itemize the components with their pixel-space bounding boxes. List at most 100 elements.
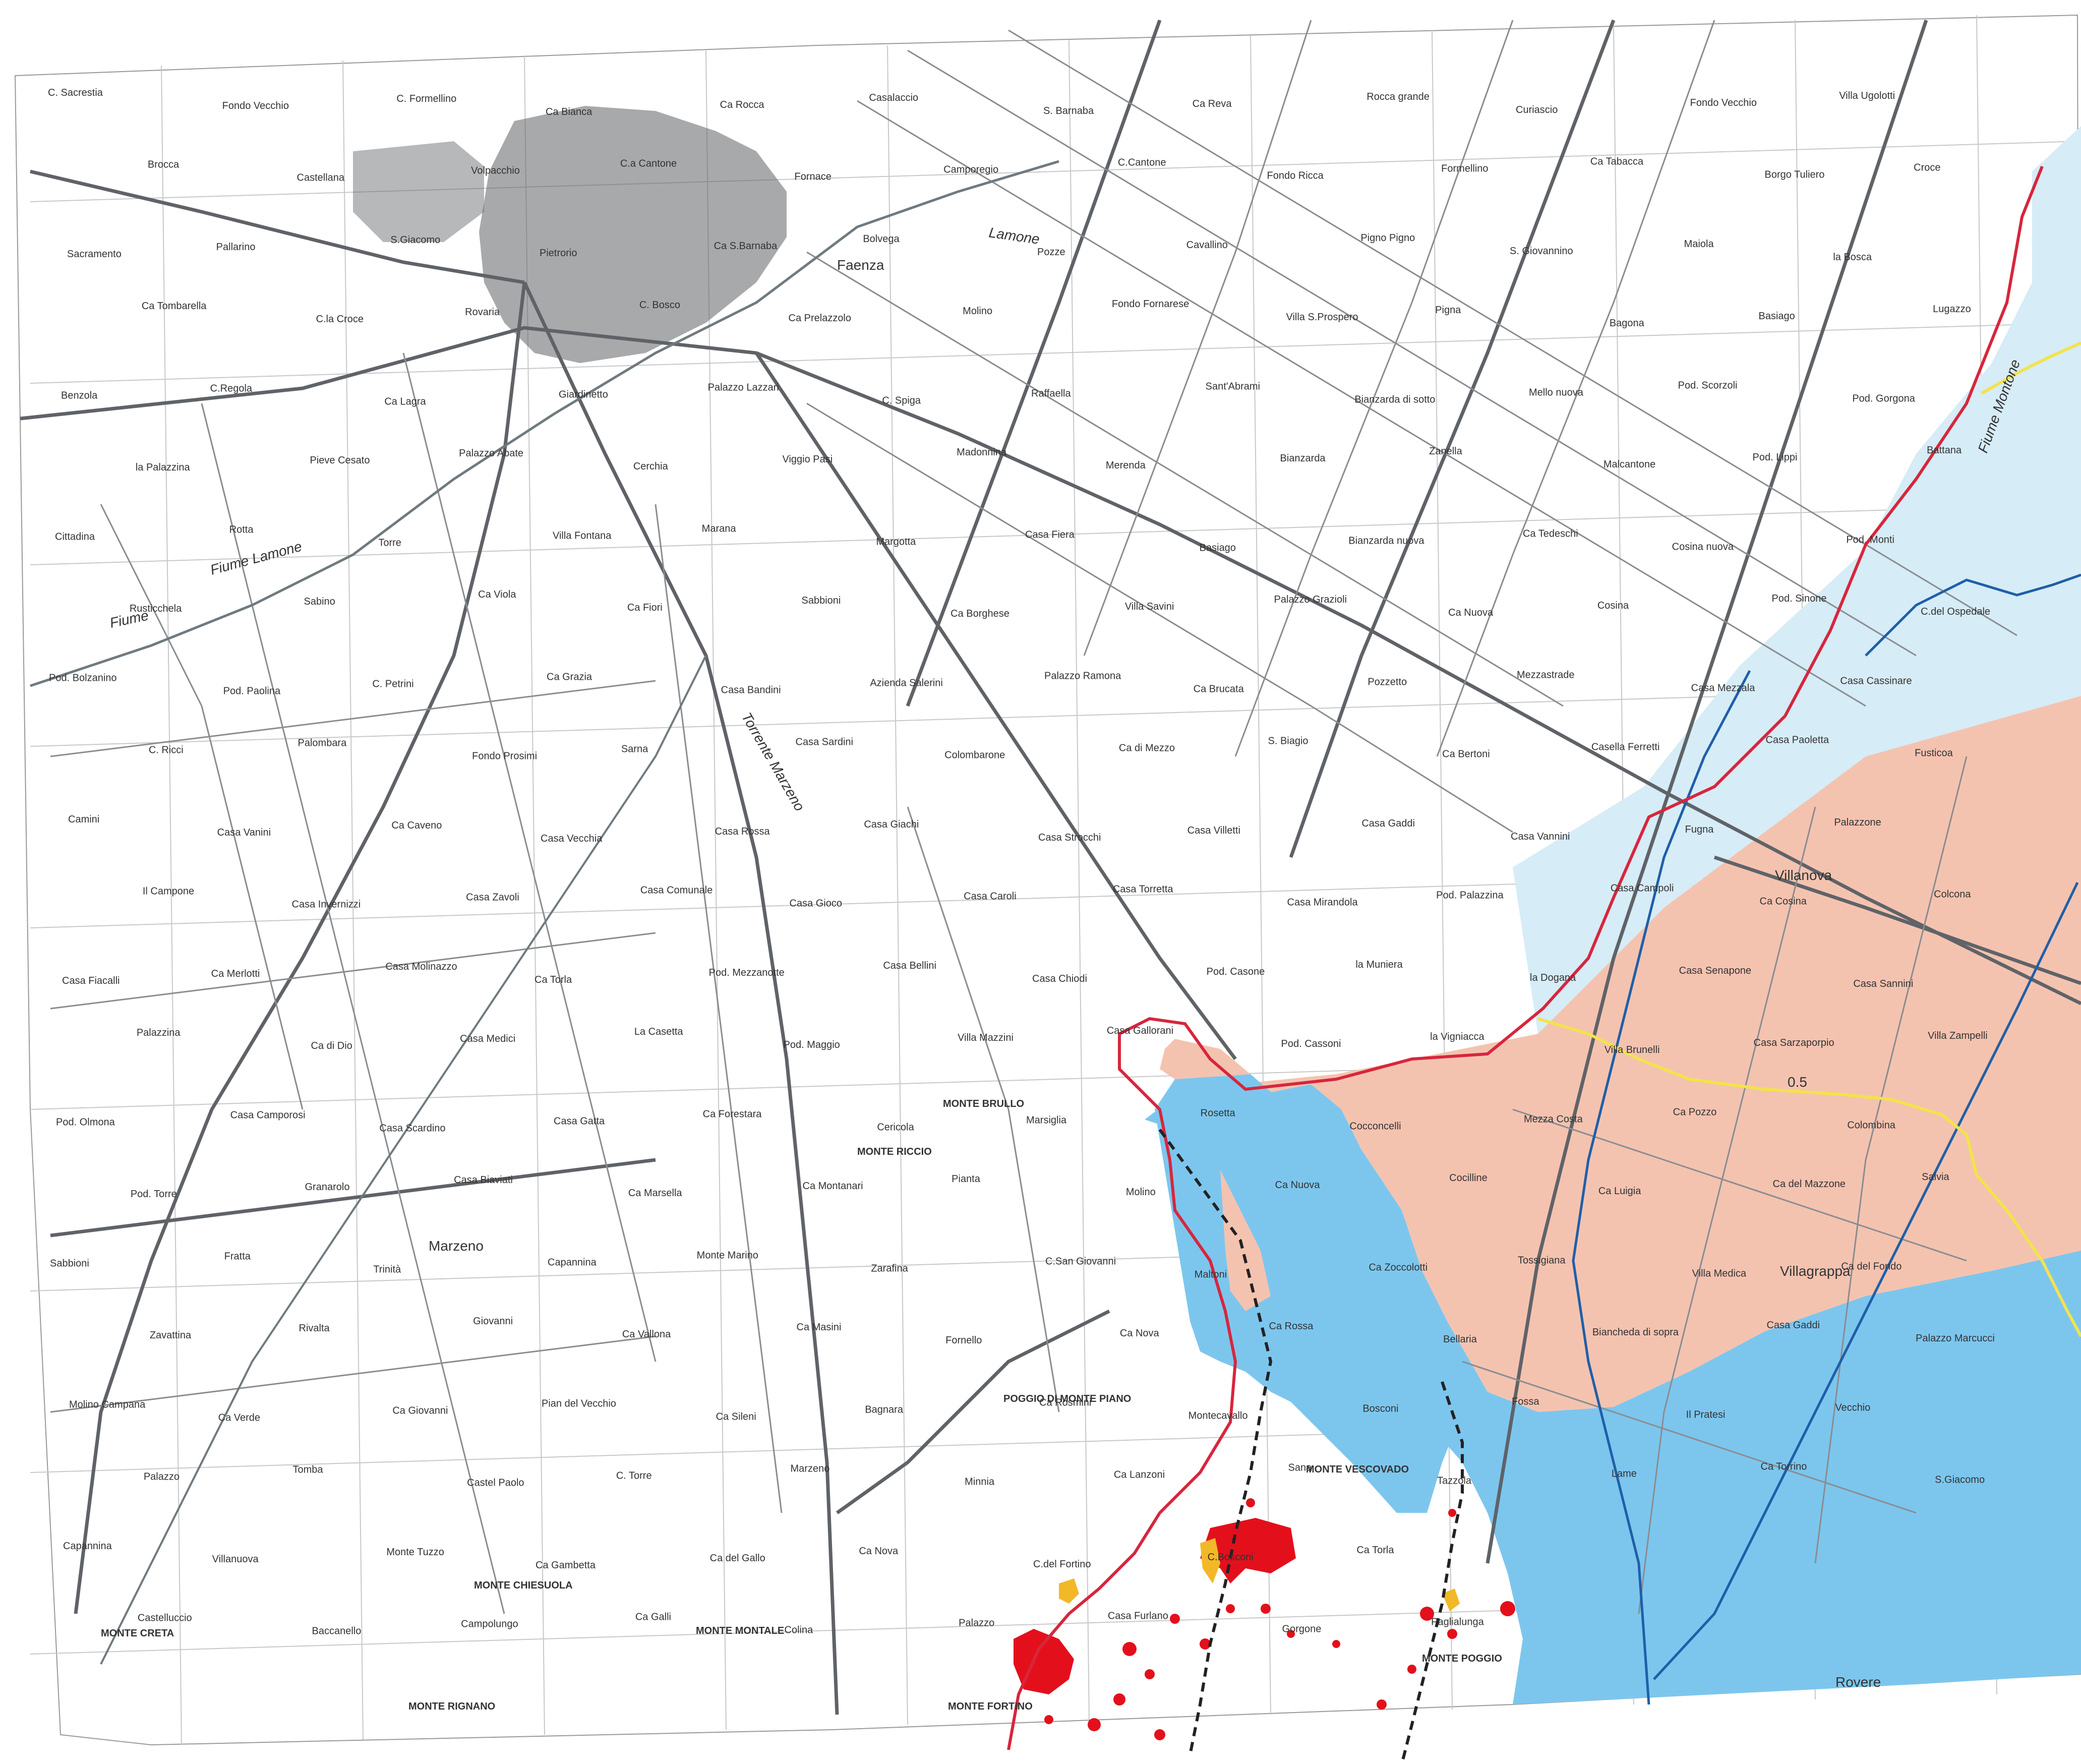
place-label: Fornace: [795, 171, 831, 183]
hill-monte-riccio: MONTE RICCIO: [857, 1146, 932, 1157]
place-label: Casella Ferretti: [1591, 741, 1660, 752]
place-label: Pozze: [1037, 247, 1065, 258]
place-label: Palazzo Lazzari: [708, 382, 779, 393]
place-label: Marzeno: [791, 1463, 830, 1474]
place-label: Casa Chiodi: [1032, 973, 1087, 984]
place-label: Pod. Palazzina: [1436, 890, 1504, 901]
place-label: Fratta: [224, 1251, 251, 1262]
place-label: Casa Rossa: [715, 826, 770, 837]
place-label: Formellino: [1441, 163, 1488, 174]
place-label: Rosetta: [1201, 1107, 1236, 1119]
place-label: Curiascio: [1516, 104, 1558, 115]
place-label: Baccanello: [312, 1626, 362, 1637]
place-label: Bolvega: [863, 233, 900, 245]
place-label: Tazzola: [1437, 1475, 1472, 1486]
place-label: Villa Ugolotti: [1839, 90, 1895, 101]
place-label: Ca Luigia: [1598, 1186, 1641, 1197]
place-label: Villa S.Prospero: [1286, 312, 1358, 323]
place-label: Paglialunga: [1431, 1617, 1484, 1628]
place-label: Azienda Salerini: [870, 678, 943, 689]
place-label: Rusticchela: [130, 603, 182, 614]
place-label: Pallarino: [216, 242, 256, 253]
place-label: Pod. Olmona: [56, 1116, 115, 1128]
place-label: Sana: [1288, 1462, 1313, 1473]
place-label: Ca di Dio: [311, 1040, 352, 1051]
place-label: Fossa: [1512, 1396, 1539, 1407]
hill-monte-fortino: MONTE FORTINO: [948, 1701, 1033, 1712]
place-label: Monte Tuzzo: [386, 1547, 444, 1558]
place-label: Ca Nuova: [1275, 1180, 1321, 1191]
place-label: Palazzo Marcucci: [1916, 1333, 1995, 1344]
place-label: Vecchio: [1835, 1402, 1870, 1414]
place-label: Casa Vanini: [217, 827, 271, 838]
river-blue-2: [1653, 881, 2079, 1680]
place-label: Pod. Lippi: [1753, 452, 1798, 463]
place-label: Ca Gambetta: [536, 1560, 596, 1571]
place-label: Ca Masini: [797, 1322, 842, 1333]
place-label: S.Giacomo: [390, 234, 440, 246]
place-label: Ca Lanzoni: [1114, 1469, 1165, 1480]
hill-monte-montale: MONTE MONTALE: [696, 1625, 784, 1636]
place-label: Palazzina: [137, 1027, 181, 1038]
place-label: S. Barnaba: [1043, 105, 1094, 116]
place-label: Pod. Casone: [1207, 966, 1265, 977]
place-label: Ca Lagra: [384, 396, 426, 407]
place-label: Rotta: [229, 524, 254, 536]
place-label: Ca Rosmini: [1039, 1397, 1091, 1408]
place-label: Casa Sannini: [1853, 978, 1913, 989]
place-label: Fusticoa: [1915, 747, 1953, 758]
place-label: Ca Rossa: [1269, 1321, 1314, 1332]
zone-salmon-west-strip: [1220, 1170, 1271, 1311]
place-label: C.del Ospedale: [1921, 606, 1990, 617]
place-label: Pod. Monti: [1846, 535, 1894, 546]
place-label: Il Pratesi: [1686, 1409, 1726, 1421]
place-label: C.Cantone: [1118, 157, 1166, 168]
hill-monte-poggio: MONTE POGGIO: [1422, 1653, 1502, 1664]
place-label: Ca Cosina: [1760, 896, 1807, 907]
town-marzeno: Marzeno: [429, 1238, 484, 1254]
place-label: Cerchia: [633, 461, 669, 472]
place-label: Fondo Vecchio: [1690, 97, 1757, 108]
place-label: Casa Furlano: [1108, 1611, 1168, 1622]
place-label: Molino: [963, 306, 992, 317]
place-label: Ca Tabacca: [1590, 156, 1644, 167]
place-label: Minnia: [965, 1476, 995, 1487]
isoline-north: [1981, 341, 2081, 395]
place-label: C. Sacrestia: [48, 87, 103, 98]
place-label: Giardinetto: [559, 389, 608, 400]
place-label: Biancheda di sopra: [1592, 1327, 1679, 1338]
place-label: Palazzo Ramona: [1044, 671, 1121, 682]
place-label: la Vigniacca: [1430, 1031, 1484, 1042]
rivers: [30, 160, 2081, 1705]
place-label: Pod. Gorgona: [1852, 393, 1915, 404]
place-label: Ca Torla: [534, 974, 572, 985]
place-label: Pod. Bolzanino: [49, 673, 117, 684]
place-label: Casa Gaddi: [1767, 1320, 1820, 1331]
place-label: Ca Borghese: [950, 608, 1009, 619]
place-label: Cocconcelli: [1349, 1121, 1401, 1132]
place-label: Ca Zoccolotti: [1369, 1262, 1428, 1273]
place-label: C. Spiga: [882, 395, 921, 406]
place-label: Lame: [1612, 1468, 1637, 1479]
place-label: Casa Giachi: [864, 819, 919, 830]
place-label: Capannina: [548, 1257, 597, 1268]
hill-monte-brullo: MONTE BRULLO: [943, 1098, 1024, 1109]
place-label: Fondo Prosimi: [472, 750, 537, 761]
place-label: La Casetta: [634, 1026, 684, 1037]
place-label: Sant'Abrami: [1206, 381, 1260, 392]
place-label: Casa Caroli: [964, 891, 1016, 902]
place-label: Zarafina: [871, 1263, 908, 1274]
place-label: Cericola: [877, 1122, 914, 1133]
place-label: C. Ricci: [149, 744, 184, 755]
place-label: Sabbioni: [50, 1258, 89, 1269]
place-label: Palazzo Grazioli: [1274, 594, 1347, 605]
place-label: Ca del Fondo: [1841, 1261, 1901, 1272]
place-label: Pigna: [1435, 305, 1461, 316]
place-label: Ca Brucata: [1194, 684, 1244, 695]
place-label: C.la Croce: [316, 314, 364, 325]
place-label: Ca Reva: [1193, 98, 1232, 109]
place-label: Palazzo: [959, 1618, 994, 1629]
place-label: Pod. Paolina: [223, 686, 281, 697]
place-label: Pozzetto: [1367, 677, 1407, 688]
